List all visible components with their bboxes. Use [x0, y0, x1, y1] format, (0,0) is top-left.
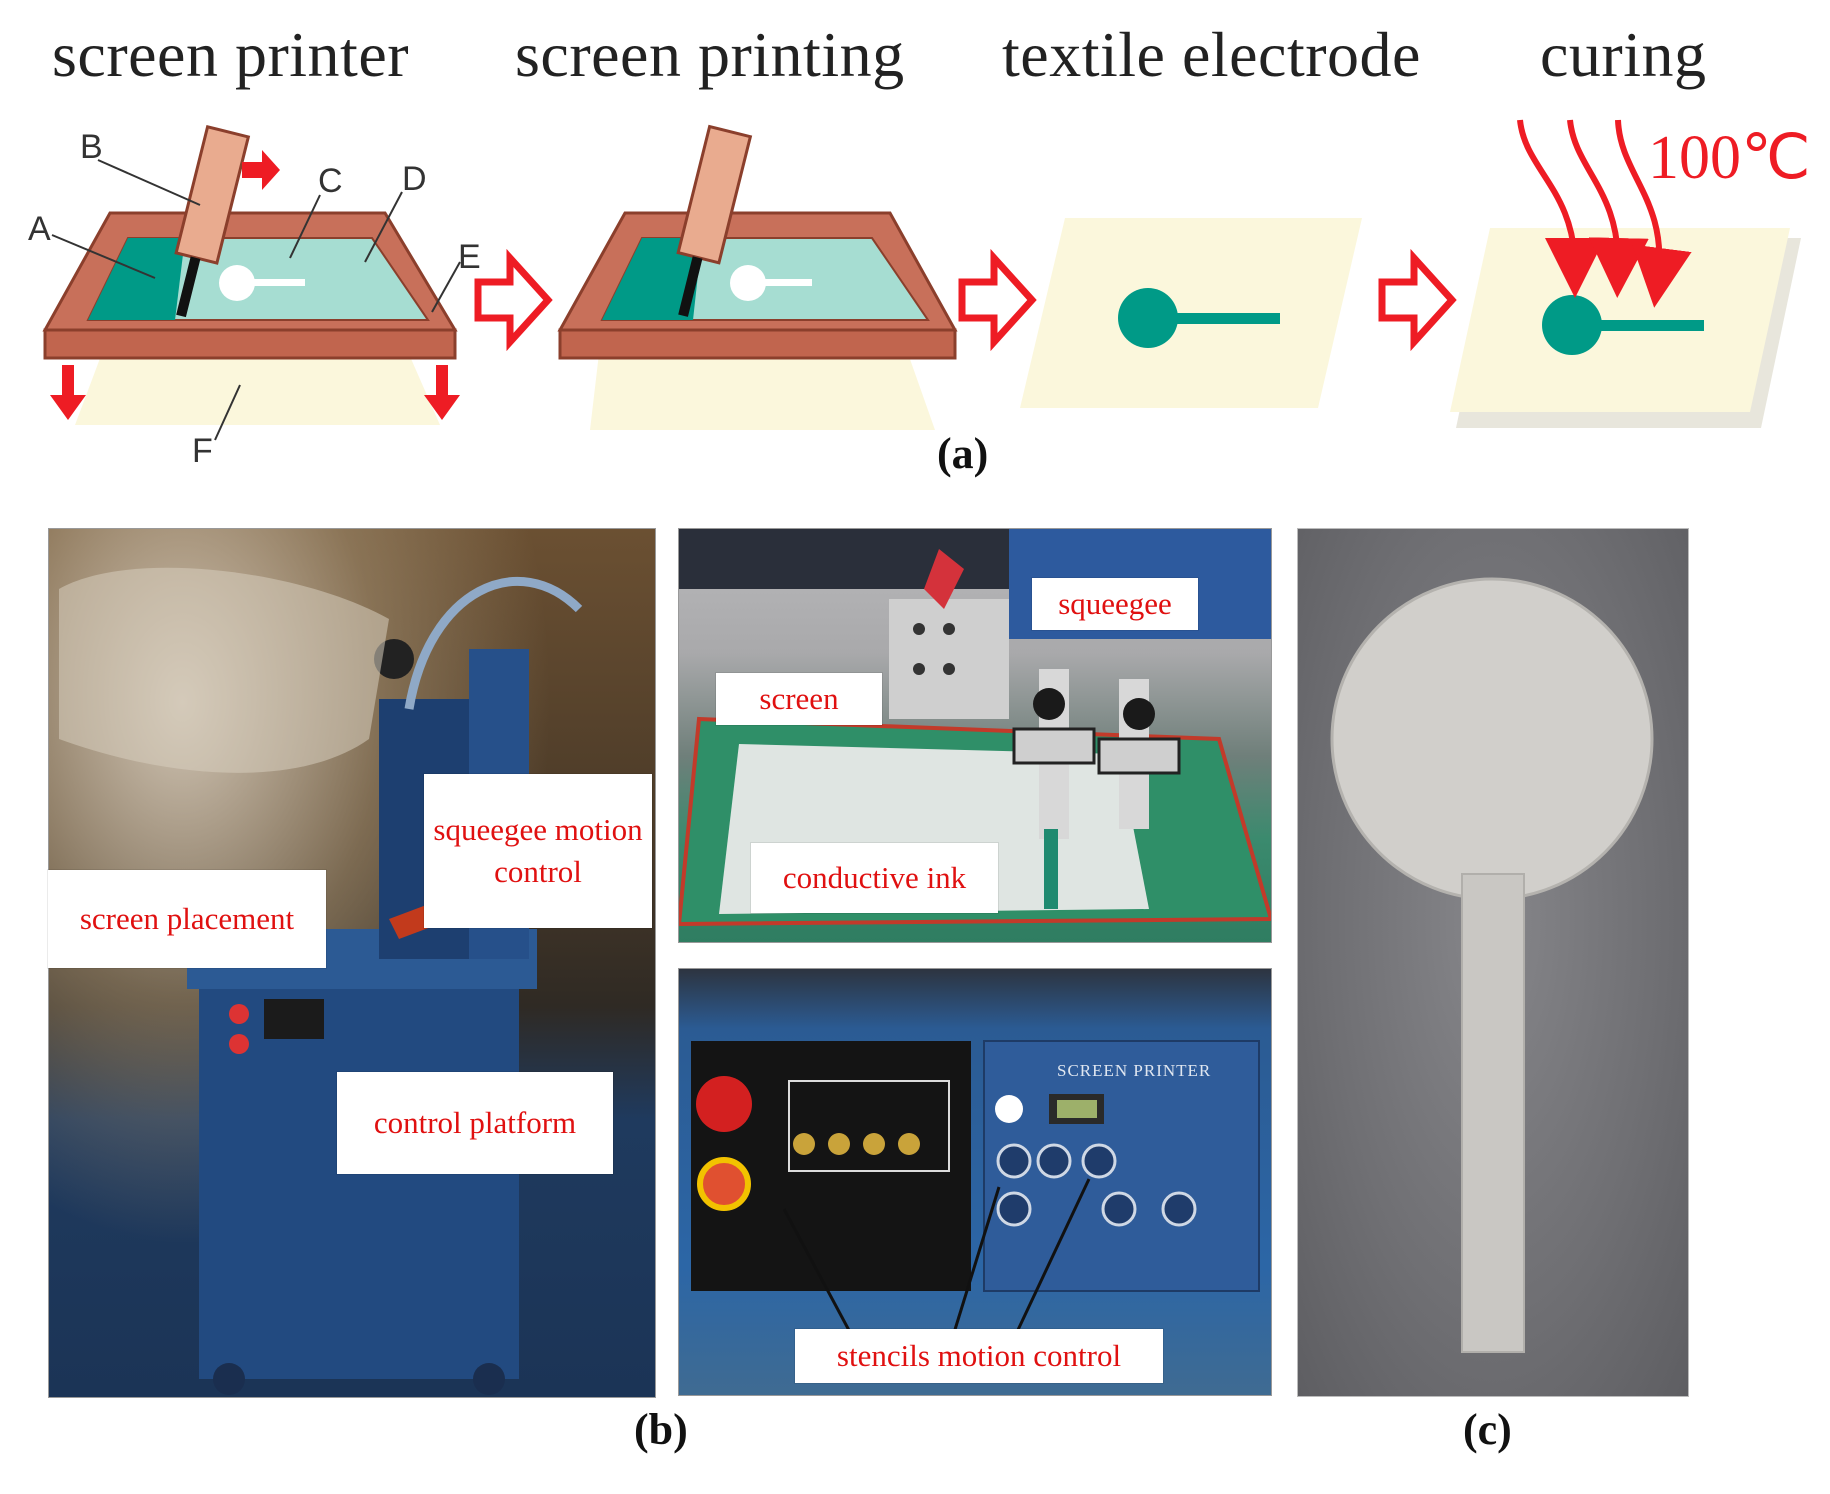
part-label-b: B	[80, 128, 103, 166]
curing-temperature: 100℃	[1648, 124, 1811, 192]
part-label-f: F	[192, 432, 213, 470]
process-arrow-1-icon	[474, 248, 553, 352]
ink-region	[88, 238, 185, 320]
step-title-screen-printing: screen printing	[515, 19, 905, 90]
callout-squeegee-motion-control: squeegee motion control	[424, 774, 652, 928]
heat-arrow-2-icon	[1567, 119, 1649, 298]
curing-illustration	[1450, 119, 1801, 428]
heat-arrow-1-icon	[1517, 119, 1605, 298]
callout-screen-placement: screen placement	[48, 870, 326, 968]
screen-printing-illustration	[557, 124, 958, 430]
process-arrow-3-icon	[1378, 248, 1457, 352]
part-label-c: C	[318, 162, 343, 200]
callout-conductive-ink: conductive ink	[751, 843, 998, 913]
electrode-lead	[1172, 313, 1280, 324]
part-label-e: E	[458, 238, 481, 276]
heat-arrow-3-icon	[1615, 119, 1692, 308]
process-arrow-2-icon	[958, 248, 1037, 352]
electrode-pad	[1118, 288, 1178, 348]
textile-electrode-illustration	[1020, 218, 1362, 408]
step-title-curing: curing	[1540, 19, 1707, 90]
process-diagram: A B C D E F	[28, 119, 1801, 470]
textile-substrate	[75, 345, 440, 425]
screen-printer-illustration: A B C D E F	[28, 124, 481, 470]
stencil-pattern-circle	[219, 265, 255, 301]
control-panel-title: SCREEN PRINTER	[1057, 1061, 1212, 1080]
down-arrow-right-icon	[424, 365, 460, 420]
callout-screen: screen	[716, 673, 882, 725]
electrode-sample-lead	[1461, 873, 1525, 1353]
callout-stencils-motion-control: stencils motion control	[795, 1329, 1163, 1383]
photo-textile-electrode	[1297, 528, 1689, 1397]
panel-label-c: (c)	[1463, 1405, 1512, 1454]
motion-arrow-right-icon	[242, 150, 280, 190]
step-title-textile-electrode: textile electrode	[1002, 19, 1421, 90]
photo-control-panel: SCREEN PRINTER	[678, 968, 1272, 1396]
callout-control-platform: control platform	[337, 1072, 613, 1174]
electrode-sample-pad	[1330, 577, 1654, 901]
callout-squeegee: squeegee	[1032, 578, 1198, 630]
step-title-screen-printer: screen printer	[52, 19, 410, 90]
panel-label-a: (a)	[937, 429, 989, 478]
stencil-pattern-line	[250, 279, 305, 286]
part-label-a: A	[28, 210, 51, 248]
down-arrow-left-icon	[50, 365, 86, 420]
part-label-d: D	[402, 160, 427, 198]
panel-label-b: (b)	[634, 1405, 688, 1454]
